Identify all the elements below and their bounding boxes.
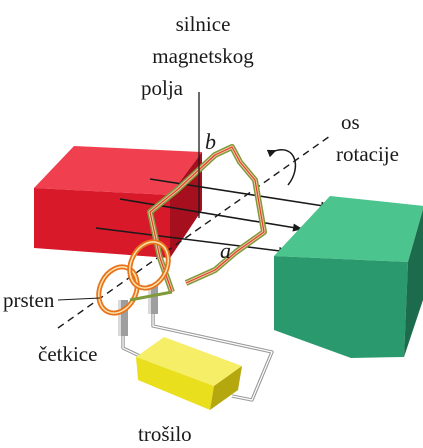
slip-rings [96, 239, 173, 316]
side-b-label: b [205, 129, 216, 154]
axis-label-line-1: os [341, 110, 360, 134]
north-magnet [34, 146, 202, 258]
ring-leader [57, 297, 101, 301]
axis-label-line-2: rotacije [336, 142, 399, 166]
load-label: trošilo [138, 422, 192, 446]
rotation-arrow [266, 149, 297, 186]
brushes-label: četkice [38, 342, 98, 366]
side-a-label: a [220, 238, 231, 263]
field-lines-label: silnice magnetskog polja [128, 8, 278, 104]
field-lines-line-3: polja [141, 76, 183, 100]
rotation-axis [57, 135, 331, 329]
south-magnet [274, 196, 423, 358]
axis-label: os rotacije [336, 106, 399, 170]
ring-label: prsten [3, 288, 55, 312]
coil-loop [147, 144, 267, 293]
brushes [118, 284, 158, 336]
field-lines-line-2: magnetskog [152, 44, 254, 68]
load-box [136, 337, 242, 410]
field-lines-line-1: silnice [175, 12, 231, 36]
